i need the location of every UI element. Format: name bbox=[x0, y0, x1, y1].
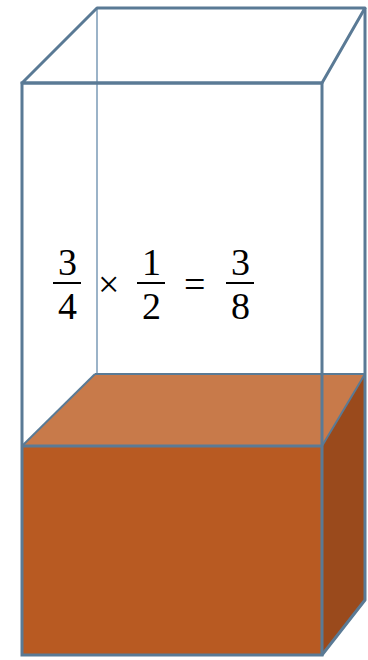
numerator: 3 bbox=[58, 243, 77, 281]
numerator: 1 bbox=[142, 243, 161, 281]
denominator: 8 bbox=[231, 287, 250, 325]
operator: = bbox=[184, 265, 205, 303]
fraction-bar bbox=[226, 282, 254, 284]
box-front bbox=[22, 83, 322, 655]
fraction-bar bbox=[53, 282, 81, 284]
box-top bbox=[22, 8, 365, 83]
box-side bbox=[322, 8, 365, 655]
fill-edge bbox=[322, 374, 365, 446]
fill-edge bbox=[95, 373, 365, 375]
fill-edge bbox=[22, 445, 322, 448]
fill-edge bbox=[22, 374, 95, 446]
numerator: 3 bbox=[231, 243, 250, 281]
filled-top bbox=[22, 374, 365, 446]
back-edge bbox=[96, 8, 98, 376]
denominator: 4 bbox=[58, 287, 77, 325]
filled-side bbox=[322, 374, 365, 655]
operator: × bbox=[98, 265, 119, 303]
fraction-bar bbox=[137, 282, 165, 284]
denominator: 2 bbox=[142, 287, 161, 325]
filled-front bbox=[22, 446, 322, 655]
